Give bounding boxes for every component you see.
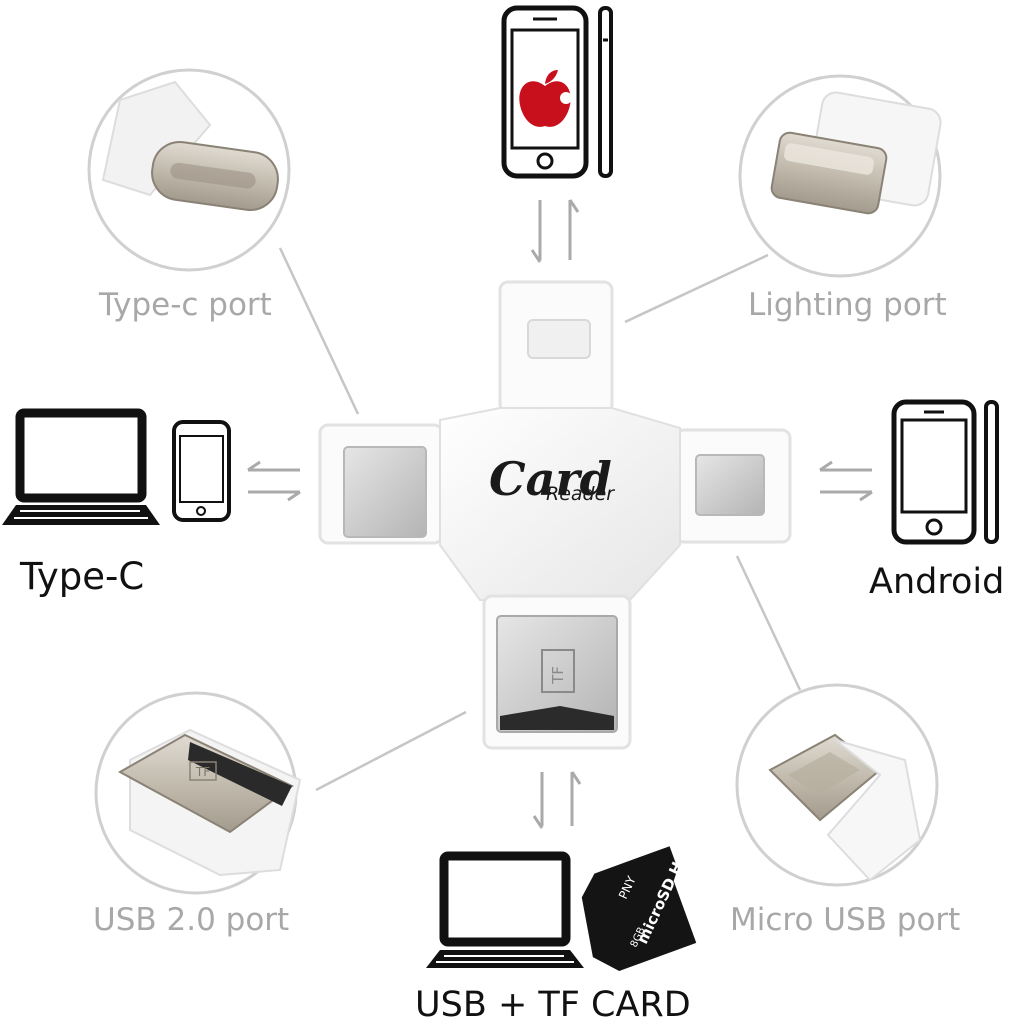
swap-arrows-icon [247,460,301,502]
device-brand-word: Card [489,452,612,506]
laptop-icon [426,851,584,968]
device-brand-sub: Reader [546,483,615,505]
callout-lines [278,247,802,792]
android-phone-icon [891,399,999,545]
usb-port-label: USB 2.0 port [93,902,289,938]
lightning-port-label: Lighting port [748,287,947,323]
tf-slot-glyph: TF [549,666,567,685]
android-target-label: Android [869,562,1004,602]
typec-port-label: Type-c port [98,287,272,323]
swap-arrows-icon [819,460,873,502]
apple-phone-icon [501,5,613,179]
laptop-icon [2,408,160,525]
swap-arrows-icon [530,199,580,263]
microsd-card-icon: PNY microSD HC 8GB [581,846,697,971]
micro-usb-port-label: Micro USB port [730,902,960,938]
lightning-port-closeup [738,74,942,278]
typec-port-closeup [87,68,291,272]
svg-text:TF: TF [195,765,210,779]
typec-target-label: Type-C [19,555,144,598]
phone-icon [172,420,231,522]
swap-arrows-icon [532,771,582,829]
micro-usb-port-closeup [735,683,939,887]
card-reader-device [318,280,792,750]
usb-port-closeup: TF [94,691,302,895]
usb-tf-target-label: USB + TF CARD [415,985,691,1024]
